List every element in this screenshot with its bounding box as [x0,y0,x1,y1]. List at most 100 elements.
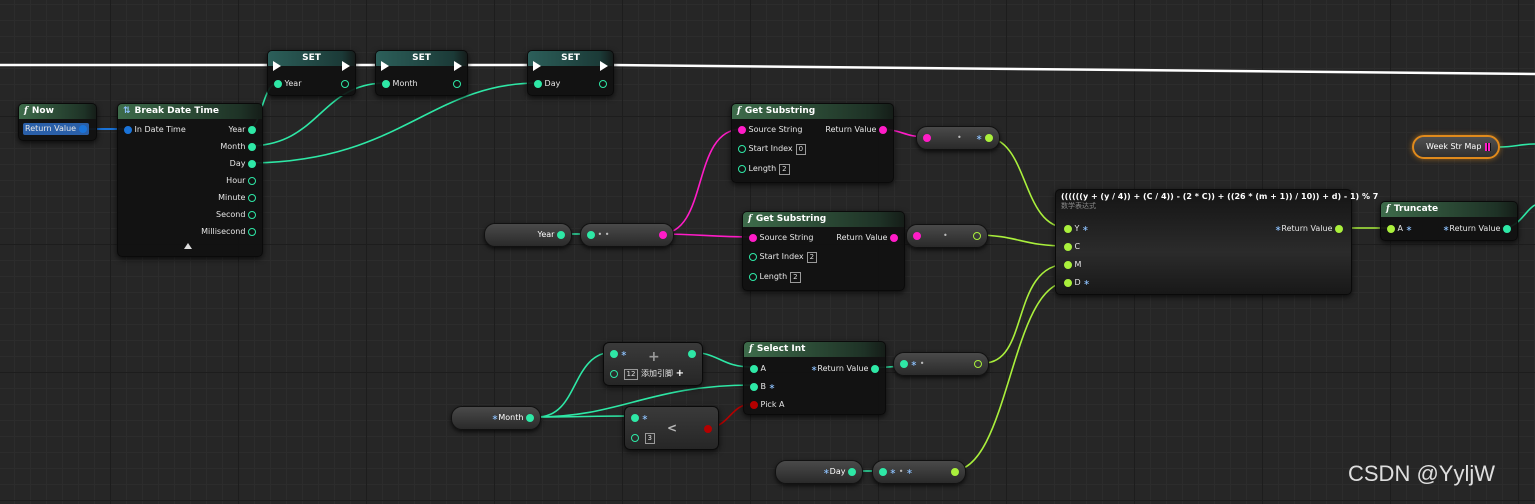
set-month-node[interactable]: SET Month [375,50,468,96]
int-pin-in[interactable] [738,164,746,173]
float-pin-in[interactable] [1387,224,1395,233]
pin-label: Y [1074,224,1080,233]
less-int-node[interactable]: ∗ 3 < [624,406,719,450]
exec-pin-icon[interactable] [273,61,281,71]
int-pin-out[interactable] [526,413,534,422]
float-pin-out[interactable] [973,231,981,240]
start-index-field[interactable]: 2 [806,252,818,263]
node-title: Select Int [756,344,806,354]
struct-pin-out[interactable] [78,124,87,133]
function-icon: f [748,214,752,224]
float-pin-in[interactable] [1064,278,1072,287]
week-str-map-variable[interactable]: Week Str Map [1412,135,1500,159]
float-pin-out[interactable] [985,133,993,142]
plus-icon[interactable]: + [675,368,684,379]
pin-label: Day [229,159,246,168]
string-pin-in[interactable] [749,233,757,242]
exec-pin-icon[interactable] [600,61,608,71]
node-title: Get Substring [755,214,827,224]
float-pin-out[interactable] [974,359,982,368]
float-pin-in[interactable] [1064,224,1072,233]
int-pin-in[interactable] [631,413,639,422]
exec-pin-icon[interactable] [533,61,541,71]
int-pin-out[interactable] [248,176,256,185]
string-pin-out[interactable] [659,230,667,239]
string-to-float-node-1[interactable]: • ∗ [916,126,1000,150]
int-pin-in[interactable] [587,230,595,239]
float-pin-in[interactable] [1064,260,1072,269]
pin-label: Return Value [836,233,888,242]
int-pin-out[interactable] [341,79,349,88]
string-pin-in[interactable] [923,133,931,142]
wire-week-map [1499,143,1535,148]
string-to-float-node-2[interactable]: • [906,224,988,248]
start-index-field[interactable]: 0 [795,144,807,155]
pin-label: Minute [218,193,246,202]
int-pin-in[interactable] [749,272,757,281]
year-variable-node[interactable]: Year [484,223,572,247]
string-pin-in[interactable] [913,231,921,240]
node-title: SET [302,53,321,63]
exec-pin-icon[interactable] [342,61,350,71]
int-pin-out[interactable] [557,230,565,239]
int-pin-out[interactable] [871,364,879,373]
pin-label: Source String [759,233,814,242]
set-year-node[interactable]: SET Year [267,50,356,96]
int-pin-in[interactable] [382,79,390,88]
int-pin-out[interactable] [248,142,256,151]
int-pin-in[interactable] [631,433,639,442]
int-pin-in[interactable] [750,364,758,373]
int-to-float-node-2[interactable]: ∗ • ∗ [872,460,966,484]
add-pin-label[interactable]: 添加引脚 [641,369,674,378]
int-pin-in[interactable] [534,79,542,88]
int-pin-in[interactable] [750,382,758,391]
int-to-string-node[interactable]: • • [580,223,674,247]
exec-pin-icon[interactable] [381,61,389,71]
string-pin-out[interactable] [879,125,887,134]
int-pin-in[interactable] [274,79,282,88]
float-pin-out[interactable] [1335,224,1343,233]
math-expression-node[interactable]: ((((((y + (y / 4)) + (C / 4)) - (2 * C))… [1055,189,1378,295]
float-pin-out[interactable] [951,467,959,476]
value-field[interactable]: 12 [623,369,639,380]
int-pin-in[interactable] [610,349,618,358]
bool-pin-out[interactable] [704,424,712,433]
string-pin-in[interactable] [738,125,746,134]
float-pin-in[interactable] [1064,242,1072,251]
int-pin-in[interactable] [610,369,618,378]
int-pin-out[interactable] [453,79,461,88]
exec-pin-icon[interactable] [454,61,462,71]
string-pin-out[interactable] [890,233,898,242]
length-field[interactable]: 2 [790,272,801,283]
int-pin-out[interactable] [1503,224,1511,233]
int-pin-out[interactable] [248,193,256,202]
int-pin-out[interactable] [848,467,856,476]
int-pin-out[interactable] [248,159,256,168]
convert-icon: • [957,133,962,142]
int-pin-out[interactable] [248,125,256,134]
int-pin-in[interactable] [749,252,757,261]
break-date-time-node[interactable]: ⇅Break Date Time In Date Time Year Month… [117,103,263,257]
set-day-node[interactable]: SET Day [527,50,614,96]
value-field[interactable]: 3 [644,433,656,444]
bool-pin-in[interactable] [750,400,758,409]
int-to-float-node-1[interactable]: ∗ • [893,352,989,376]
int-pin-out[interactable] [248,227,256,236]
int-pin-out[interactable] [599,79,607,88]
month-variable-node[interactable]: ∗Month [451,406,541,430]
int-pin-in[interactable] [738,144,746,153]
length-field[interactable]: 2 [779,164,790,175]
int-pin-in[interactable] [879,467,887,476]
day-variable-node[interactable]: ∗Day [775,460,863,484]
add-int-node[interactable]: ∗ + 12 添加引脚 + [603,342,703,386]
collapse-arrow-icon[interactable] [184,243,192,249]
struct-pin-in[interactable] [124,125,132,134]
int-pin-out[interactable] [248,210,256,219]
int-pin-out[interactable] [688,349,696,358]
int-pin-in[interactable] [900,359,908,368]
